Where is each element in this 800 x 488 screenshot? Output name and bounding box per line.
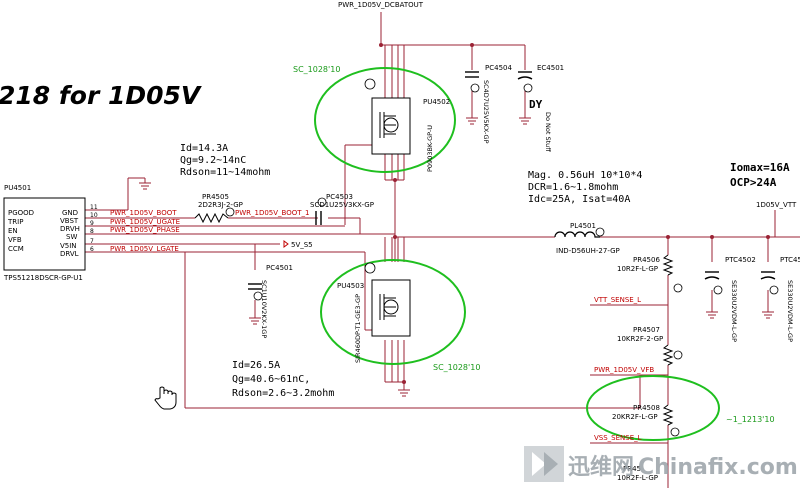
net-lgate: PWR_1D05V_LGATE — [110, 245, 179, 253]
ic-pin-drvl: DRVL — [60, 250, 79, 258]
pc4503-ref: PC4503 — [326, 193, 353, 201]
ls-qg: Qg=40.6~61nC, — [232, 374, 310, 385]
net-vss-sense: VSS_SENSE_L — [594, 434, 642, 442]
pu4503-val: SIR460DP-T1-GE3-GP — [354, 294, 362, 363]
ic-pin-vbst: VBST — [60, 217, 79, 225]
net-boot-1: PWR_1D05V_BOOT_1 — [235, 209, 309, 217]
ic-pinnum-8: 8 — [90, 228, 94, 235]
net-phase: PWR_1D05V_PHASE — [110, 226, 180, 234]
ocp: OCP>24A — [730, 176, 777, 189]
green-note-1: SC_1028'10 — [293, 65, 340, 74]
ic-ref: PU4501 — [4, 184, 31, 192]
pc4501-val: SC1U10V2KX-1GP — [260, 280, 268, 338]
pr4505-ref: PR4505 — [202, 193, 229, 201]
ic-pin-trip: TRIP — [7, 218, 23, 226]
pr4508-ref: PR4508 — [633, 404, 660, 412]
pc4503-val: SCD1U25V3KX-GP — [310, 201, 374, 209]
ptc4503-ref: PTC450 — [780, 256, 800, 264]
ptc4502-ref: PTC4502 — [725, 256, 756, 264]
ls-rdson: Rdson=2.6~3.2mohm — [232, 388, 334, 399]
ic-part: TPS51218DSCR-GP-U1 — [3, 274, 83, 282]
net-ugate: PWR_1D05V_UGATE — [110, 218, 180, 226]
ic-pinnum-7: 7 — [90, 238, 94, 245]
watermark-en: Chinafix.com — [638, 455, 798, 480]
pc4501-ref: PC4501 — [266, 264, 293, 272]
ic-pinnum-9: 9 — [90, 220, 94, 227]
net-vfb: PWR_1D05V_VFB — [594, 366, 654, 374]
ec4501-ref: EC4501 — [537, 64, 564, 72]
net-dcbatout: PWR_1D05V_DCBATOUT — [338, 1, 424, 9]
ic-pinnum-10: 10 — [90, 212, 98, 219]
ptc4503-val: SE330U2VDM-L-GP — [786, 280, 794, 342]
pr4507-val: 10KR2F-2-GP — [617, 335, 663, 343]
pl4501-val: IND-D56UH-27-GP — [556, 247, 620, 255]
pu4503-ref: PU4503 — [337, 282, 364, 290]
ic-pin-sw: SW — [66, 233, 77, 241]
net-5v-s5: 5V_S5 — [291, 241, 313, 249]
net-boot: PWR_1D05V_BOOT — [110, 209, 177, 217]
ls-id: Id=26.5A — [232, 360, 280, 371]
page-title: 218 for 1D05V — [0, 81, 202, 110]
net-vtt: 1D05V_VTT — [756, 201, 797, 209]
pr4509-val: 10R2F-L-GP — [617, 474, 658, 482]
pc4504-ref: PC4504 — [485, 64, 512, 72]
watermark: 迅维网 Chinafix.com — [524, 446, 798, 482]
pl4501-ref: PL4501 — [570, 222, 596, 230]
pr4505-val: 2D2R3J-2-GP — [198, 201, 243, 209]
ic-pinnum-11: 11 — [90, 204, 98, 211]
pr4507-ref: PR4507 — [633, 326, 660, 334]
ic-pin-v5in: V5IN — [60, 242, 77, 250]
pu4502-ref: PU4502 — [423, 98, 450, 106]
pr4506-val: 10R2F-L-GP — [617, 265, 658, 273]
dy-label: DY — [529, 98, 543, 111]
hs-rdson: Rdson=11~14mohm — [180, 167, 270, 178]
green-note-3: ~1_1213'10 — [726, 415, 775, 424]
ind-mag: Mag. 0.56uH 10*10*4 — [528, 170, 642, 181]
ec4501-val: Do Not Stuff — [544, 112, 552, 152]
pr4509-ref: PR45 — [623, 465, 641, 473]
ind-idc: Idc=25A, Isat=40A — [528, 194, 630, 205]
ic-pin-pgood: PGOOD — [8, 209, 34, 217]
pr4506-ref: PR4506 — [633, 256, 660, 264]
watermark-cn: 迅维网 — [568, 454, 634, 480]
hand-cursor-icon — [154, 386, 177, 410]
ic-pin-ccm: CCM — [8, 245, 24, 253]
ic-pin-gnd: GND — [62, 209, 78, 217]
net-vtt-sense: VTT_SENSE_L — [594, 296, 641, 304]
ptc4502-val: SE330U2VDM-L-GP — [730, 280, 738, 342]
ic-pin-vfb: VFB — [8, 236, 22, 244]
hs-qg: Qg=9.2~14nC — [180, 155, 246, 166]
ic-pin-drvh: DRVH — [60, 225, 80, 233]
pc4504-val: SC4D7U25V5KX-GP — [482, 80, 490, 144]
ind-dcr: DCR=1.6~1.8mohm — [528, 182, 618, 193]
green-note-2: SC_1028'10 — [433, 363, 480, 372]
hs-id: Id=14.3A — [180, 143, 228, 154]
iomax: Iomax=16A — [730, 161, 790, 174]
pr4508-val: 20KR2F-L-GP — [612, 413, 658, 421]
pu4502-val: P0903BK-GP-U — [426, 125, 434, 172]
ic-pin-en: EN — [8, 227, 18, 235]
ic-pinnum-6: 6 — [90, 246, 94, 253]
